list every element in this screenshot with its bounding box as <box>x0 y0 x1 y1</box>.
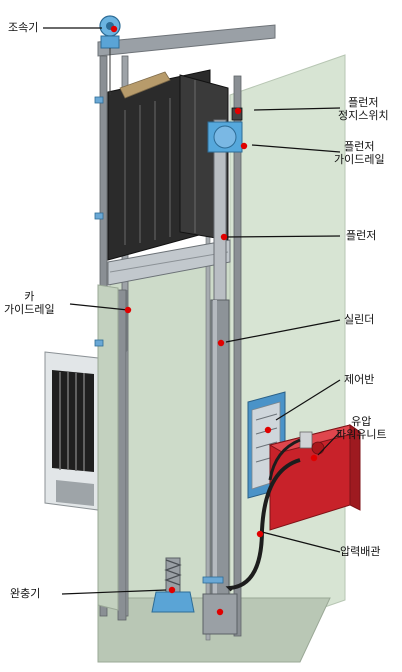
label-hydraulic-power-unit: 유압 파워유니트 <box>336 415 387 441</box>
buffer <box>151 557 195 613</box>
label-control-panel: 제어반 <box>344 373 375 386</box>
marker-stop-switch <box>234 107 242 115</box>
marker-car-guide <box>124 306 132 314</box>
label-hydraulic-power-unit-line1: 유압 <box>351 415 372 428</box>
callout-markers <box>110 25 318 616</box>
car-guide-rail-lower <box>117 289 127 621</box>
pressure-pipe <box>225 458 301 592</box>
marker-pipe <box>256 530 264 538</box>
car-panels <box>124 80 196 245</box>
label-cylinder: 실린더 <box>344 313 375 326</box>
marker-governor <box>110 25 118 33</box>
governor <box>99 15 121 49</box>
label-governor: 조속기 <box>8 21 39 34</box>
landing-door <box>44 351 99 511</box>
marker-cylinder-base <box>216 608 224 616</box>
label-plunger-guide-rail-line1: 플런저 <box>344 140 375 153</box>
label-plunger-guide-rail-line2: 가이드레일 <box>334 153 385 166</box>
shaft-front-panel <box>97 284 119 611</box>
leader-lines <box>43 27 341 595</box>
marker-cylinder <box>217 339 225 347</box>
plunger-guide-rail-a <box>233 75 242 637</box>
marker-power-unit <box>310 454 318 462</box>
label-plunger-guide-rail: 플런저 가이드레일 <box>334 140 385 166</box>
label-plunger: 플런저 <box>346 229 377 242</box>
top-beam <box>97 24 276 57</box>
label-buffer: 완충기 <box>10 587 41 600</box>
label-hydraulic-power-unit-line2: 파워유니트 <box>336 428 387 441</box>
label-car-guide-rail-line1: 카 <box>24 290 35 303</box>
marker-plunger <box>220 233 228 241</box>
marker-plunger-guide <box>240 142 248 150</box>
cylinder-base <box>202 593 238 635</box>
label-plunger-stop-switch: 플런저 정지스위치 <box>338 96 389 122</box>
label-car-guide-rail: 카 가이드레일 <box>4 290 55 316</box>
label-plunger-stop-switch-line1: 플런저 <box>348 96 379 109</box>
car-roof-equipment <box>119 71 171 99</box>
label-pressure-pipe: 압력배관 <box>340 545 381 558</box>
shaft-back-wall <box>229 54 346 641</box>
label-car-guide-rail-line2: 가이드레일 <box>4 303 55 316</box>
marker-buffer <box>168 586 176 594</box>
label-plunger-stop-switch-line2: 정지스위치 <box>338 109 389 122</box>
marker-control-panel <box>264 426 272 434</box>
